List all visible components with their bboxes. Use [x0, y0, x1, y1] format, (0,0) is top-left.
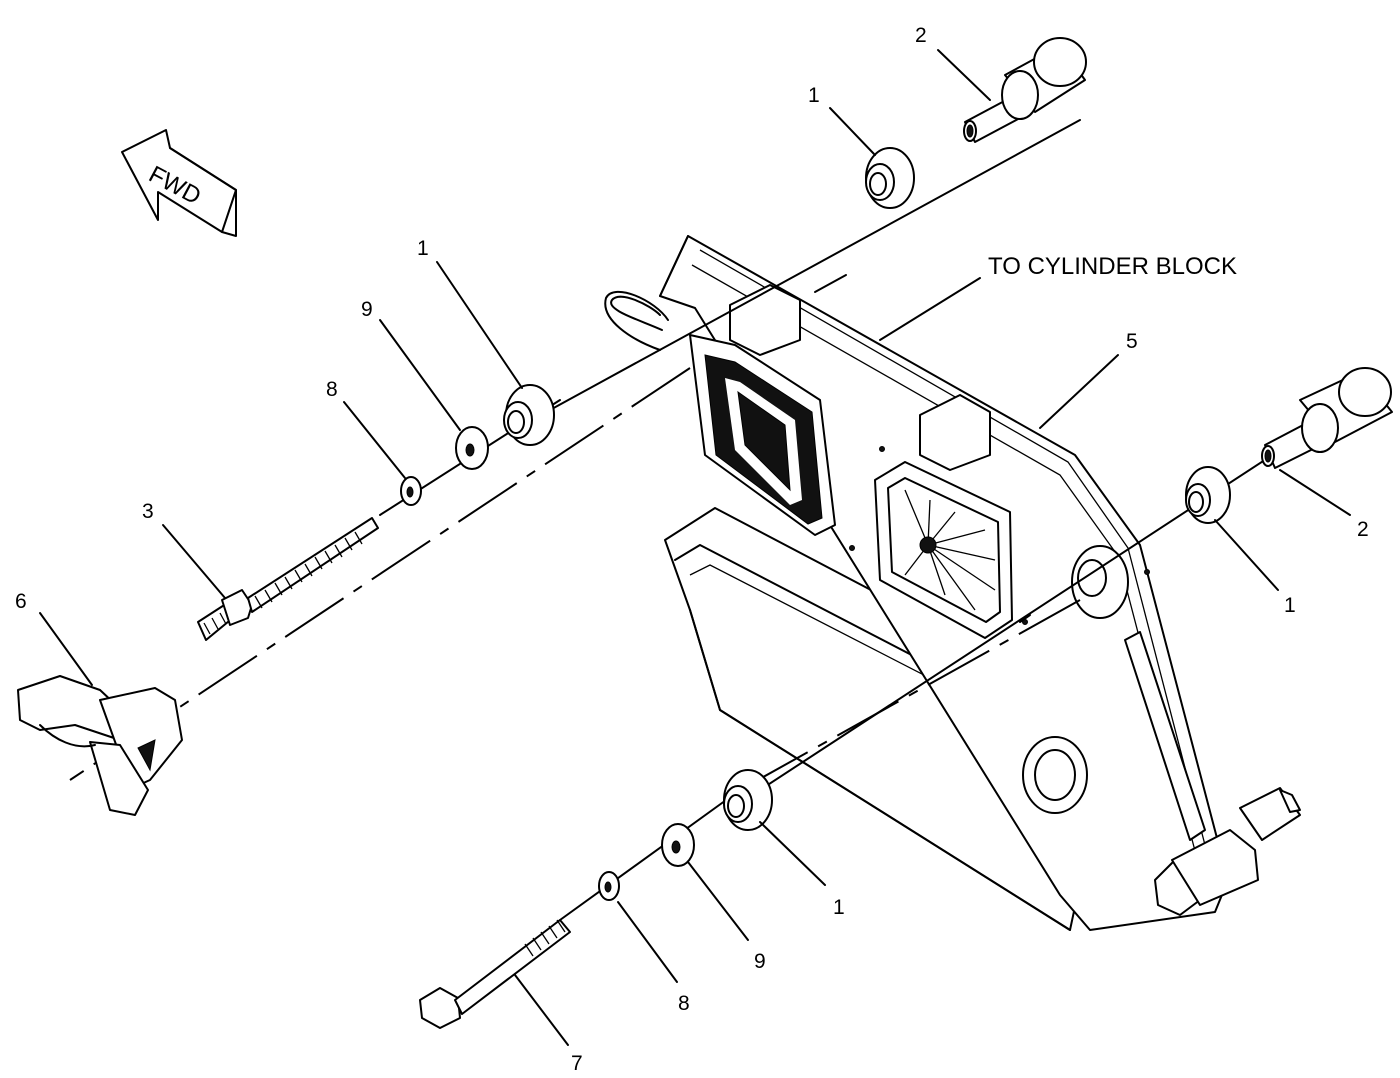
- vent-window: [874, 461, 1013, 639]
- grommet-right: [1185, 466, 1231, 524]
- callout-1-right: 1: [1284, 594, 1296, 617]
- callout-3: 3: [142, 500, 154, 523]
- washer-upper: [455, 426, 489, 470]
- grommet-lower: [723, 769, 773, 831]
- lockwasher-upper: [400, 476, 422, 506]
- leader-lines: [39, 49, 1351, 1046]
- harness-loop: [604, 290, 669, 351]
- harness-clip: [17, 675, 183, 816]
- hex-bolt: [419, 919, 571, 1029]
- spacer-right: [1261, 367, 1393, 469]
- callout-7: 7: [571, 1052, 583, 1075]
- grommet-left: [503, 384, 555, 446]
- module-screw-dots: [849, 446, 1150, 625]
- fwd-arrow-icon: FWD: [121, 129, 237, 237]
- callout-1-upper: 1: [808, 84, 820, 107]
- callout-5: 5: [1126, 330, 1138, 353]
- callout-1-lower: 1: [833, 896, 845, 919]
- callout-2-right: 2: [1357, 518, 1369, 541]
- washer-lower: [661, 823, 695, 867]
- connector-pins: [704, 354, 823, 525]
- stud-bolt: [197, 517, 379, 641]
- mount-boss-upper: [1071, 545, 1129, 619]
- callout-9-upper: 9: [361, 298, 373, 321]
- corner-stud: [1154, 787, 1301, 916]
- callout-8-upper: 8: [326, 378, 338, 401]
- callout-2-upper: 2: [915, 24, 927, 47]
- lockwasher-lower: [598, 871, 620, 901]
- grommet-upper: [865, 147, 915, 209]
- callout-8-lower: 8: [678, 992, 690, 1015]
- to-cylinder-block-label: TO CYLINDER BLOCK: [988, 253, 1237, 280]
- mount-boss-lower: [1022, 736, 1088, 814]
- callout-1-left: 1: [417, 237, 429, 260]
- callout-9-lower: 9: [754, 950, 766, 973]
- electronic-control-module: [659, 235, 1301, 931]
- callout-6: 6: [15, 590, 27, 613]
- spacer-upper: [963, 37, 1087, 143]
- callout-numbers: 2 1 1 9 8 3 6 5 2 1 1 9 8 7: [15, 24, 1369, 1075]
